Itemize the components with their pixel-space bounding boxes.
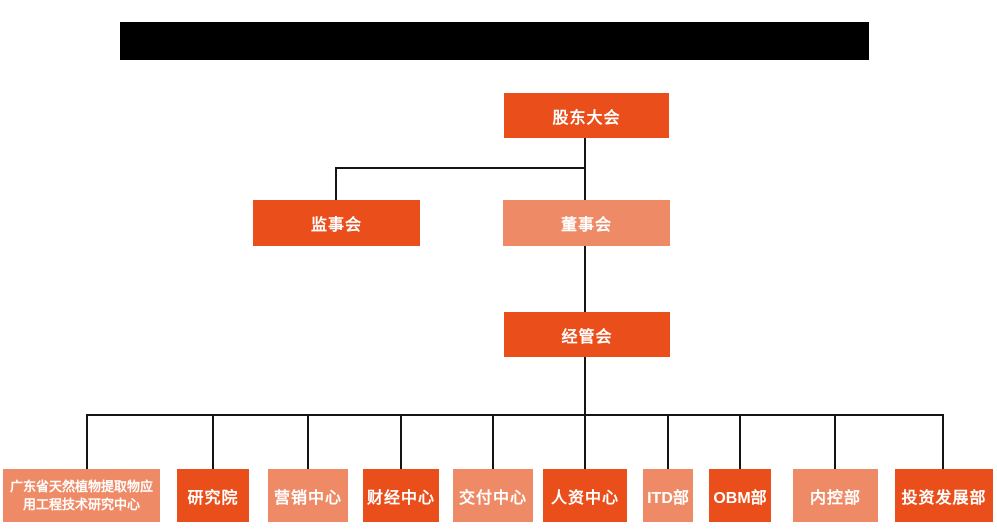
- connector-line: [584, 137, 586, 168]
- connector-line: [584, 357, 586, 469]
- org-node-label: 监事会: [310, 217, 362, 234]
- org-node-label: 董事会: [560, 217, 612, 234]
- org-node-label: 经管会: [561, 328, 613, 346]
- org-node-label: 投资发展部: [901, 489, 987, 507]
- connector-line: [86, 414, 944, 416]
- connector-line: [942, 414, 944, 469]
- org-node-delivery-center: 交付中心: [453, 469, 533, 522]
- org-node-label: 人资中心: [550, 489, 619, 507]
- org-node-hr-center: 人资中心: [543, 469, 627, 522]
- org-node-itd-department: ITD部: [643, 469, 693, 522]
- connector-line: [86, 414, 88, 469]
- connector-line: [212, 414, 214, 469]
- connector-line: [584, 246, 586, 312]
- connector-line: [400, 414, 402, 469]
- org-node-label: OBM部: [713, 489, 767, 507]
- connector-line: [739, 414, 741, 469]
- org-node-finance-center: 财经中心: [363, 469, 439, 522]
- org-node-supervisory-board: 监事会: [253, 200, 420, 246]
- org-node-label: 营销中心: [273, 489, 342, 507]
- connector-line: [492, 414, 494, 469]
- org-node-shareholders-meeting: 股东大会: [504, 93, 669, 138]
- org-node-research-institute: 研究院: [177, 469, 249, 522]
- org-node-board-of-directors: 董事会: [503, 200, 670, 246]
- org-node-internal-control-department: 内控部: [793, 469, 878, 522]
- org-node-label: ITD部: [647, 489, 689, 507]
- org-node-management-committee: 经管会: [504, 312, 670, 357]
- connector-line: [335, 167, 337, 200]
- org-node-label: 内控部: [809, 489, 861, 507]
- org-node-label: 财经中心: [366, 489, 435, 507]
- connector-line: [667, 414, 669, 469]
- org-node-label: 研究院: [187, 489, 239, 507]
- org-node-investment-development-department: 投资发展部: [895, 469, 993, 522]
- org-node-label: 股东大会: [552, 109, 621, 127]
- connector-line: [307, 414, 309, 469]
- org-node-guangdong-plant-extract-research-center: 广东省天然植物提取物应用工程技术研究中心: [3, 469, 160, 522]
- redacted-title-bar: [120, 22, 869, 60]
- connector-line: [584, 167, 586, 200]
- org-node-marketing-center: 营销中心: [268, 469, 348, 522]
- connector-line: [834, 414, 836, 469]
- org-node-obm-department: OBM部: [709, 469, 771, 522]
- connector-line: [335, 167, 586, 169]
- org-node-label: 广东省天然植物提取物应用工程技术研究中心: [9, 478, 153, 512]
- org-node-label: 交付中心: [458, 489, 527, 507]
